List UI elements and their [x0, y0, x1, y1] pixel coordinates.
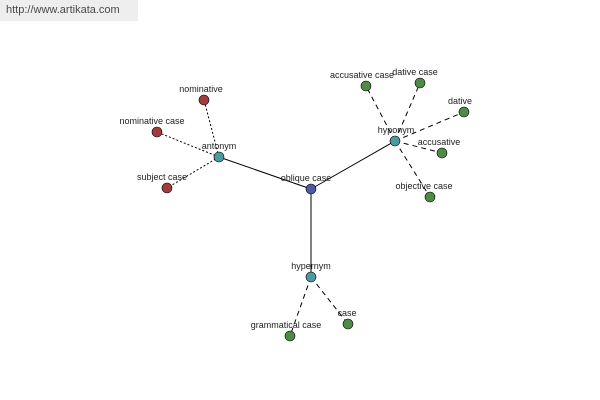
- edge-hyponym-accusative-case: [365, 85, 396, 142]
- label-case[interactable]: case: [337, 308, 356, 318]
- edge-antonym-nominative: [203, 99, 220, 158]
- node-antonym[interactable]: [213, 151, 225, 163]
- node-nominative[interactable]: [198, 94, 210, 106]
- label-antonym[interactable]: antonym: [202, 141, 237, 151]
- node-dative[interactable]: [458, 106, 470, 118]
- source-url[interactable]: http://www.artikata.com: [0, 0, 138, 21]
- edge-antonym-nominative-case: [156, 131, 220, 158]
- label-nominative[interactable]: nominative: [179, 84, 223, 94]
- edge-hyponym-dative: [394, 111, 465, 142]
- label-objective-case[interactable]: objective case: [395, 181, 452, 191]
- label-grammatical-case[interactable]: grammatical case: [251, 320, 322, 330]
- node-accusative[interactable]: [436, 147, 448, 159]
- edge-hyponym-objective-case: [394, 140, 431, 198]
- label-oblique-case[interactable]: oblique case: [281, 173, 332, 183]
- node-hypernym[interactable]: [305, 271, 317, 283]
- node-objective-case[interactable]: [424, 191, 436, 203]
- label-nominative-case[interactable]: nominative case: [119, 116, 184, 126]
- node-accusative-case[interactable]: [360, 80, 372, 92]
- edge-hypernym-grammatical-case: [289, 276, 312, 337]
- label-dative[interactable]: dative: [448, 96, 472, 106]
- node-dative-case[interactable]: [414, 77, 426, 89]
- label-hyponym[interactable]: hyponym: [378, 125, 415, 135]
- label-hypernym[interactable]: hypernym: [291, 261, 331, 271]
- label-accusative-case[interactable]: accusative case: [330, 70, 394, 80]
- edge-hypernym-case: [310, 276, 349, 325]
- label-accusative[interactable]: accusative: [418, 137, 461, 147]
- edge-center-antonym: [218, 156, 312, 190]
- node-hyponym[interactable]: [389, 135, 401, 147]
- node-nominative-case[interactable]: [151, 126, 163, 138]
- edge-hyponym-accusative: [394, 140, 443, 154]
- edge-center-hyponym: [310, 140, 396, 190]
- node-oblique-case[interactable]: [305, 183, 317, 195]
- node-case[interactable]: [342, 318, 354, 330]
- edge-hyponym-dative-case: [394, 82, 421, 142]
- node-grammatical-case[interactable]: [284, 330, 296, 342]
- node-subject-case[interactable]: [161, 182, 173, 194]
- label-dative-case[interactable]: dative case: [392, 67, 438, 77]
- label-subject-case[interactable]: subject case: [137, 172, 187, 182]
